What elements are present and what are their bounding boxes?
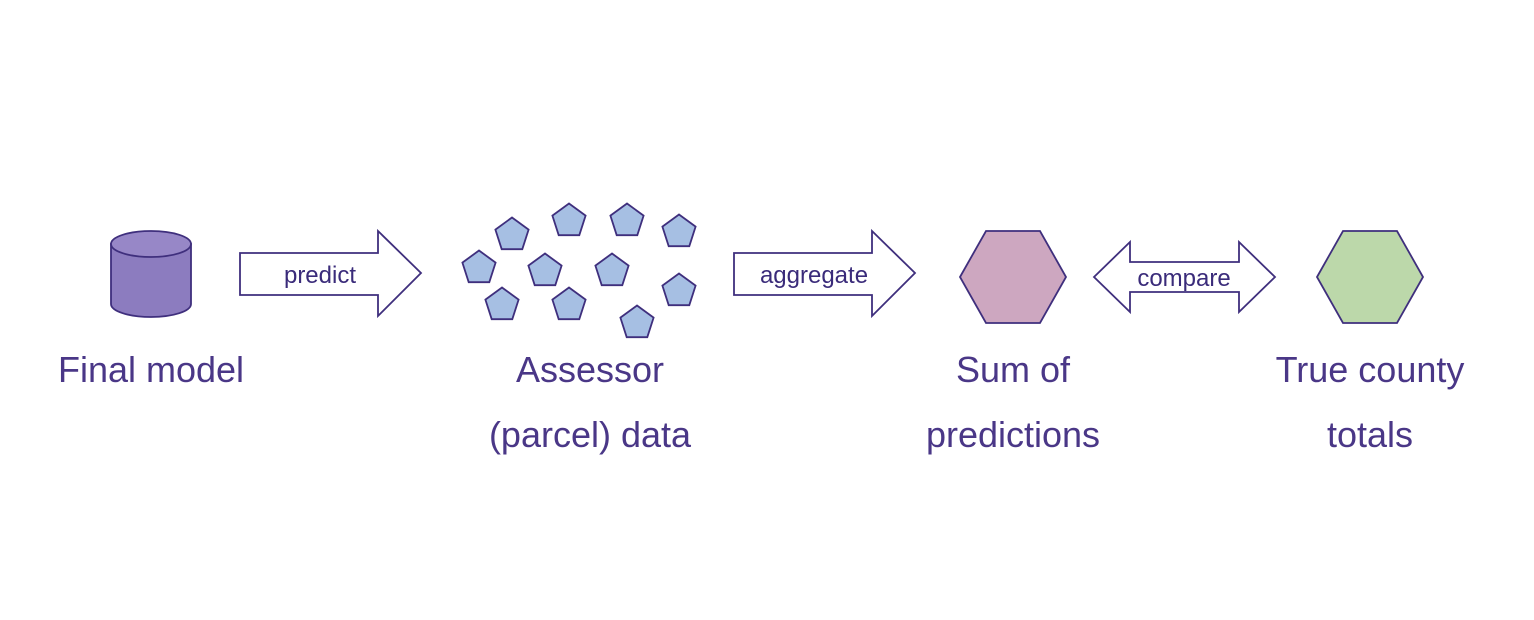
pentagon-icon <box>494 216 530 251</box>
aggregate-label: aggregate <box>760 262 868 289</box>
sum-of-predictions-node: Sum of predictions <box>926 230 1100 455</box>
pentagon-icon <box>661 213 697 248</box>
final-model-node: Final model <box>58 230 244 390</box>
hexagon-icon <box>958 230 1068 324</box>
pentagon-icon <box>551 286 587 321</box>
predict-label: predict <box>284 262 356 289</box>
pentagon-icon <box>619 304 655 339</box>
compare-label: compare <box>1137 265 1230 292</box>
true-totals-label-line1: True county <box>1276 349 1465 390</box>
sum-label-line2: predictions <box>926 414 1100 455</box>
pentagon-icon <box>484 286 520 321</box>
true-totals-label-line2: totals <box>1327 414 1413 455</box>
pentagon-icon <box>461 249 497 284</box>
pentagon-icon <box>609 202 645 237</box>
pentagon-icon <box>594 252 630 287</box>
assessor-label-line2: (parcel) data <box>489 414 692 455</box>
aggregate-arrow: aggregate <box>733 228 917 319</box>
sum-label-line1: Sum of <box>956 349 1071 390</box>
final-model-label: Final model <box>58 349 244 390</box>
true-county-totals-node: True county totals <box>1276 230 1465 455</box>
hexagon-icon <box>1315 230 1425 324</box>
database-cylinder-icon <box>110 230 192 318</box>
predict-arrow: predict <box>239 228 423 319</box>
compare-arrow: compare <box>1092 239 1277 315</box>
pentagon-icon <box>551 202 587 237</box>
assessor-data-node: Assessor (parcel) data <box>461 202 697 455</box>
pentagon-cluster-icon <box>461 202 697 339</box>
assessor-label-line1: Assessor <box>516 349 664 390</box>
pentagon-icon <box>661 272 697 307</box>
pentagon-icon <box>527 252 563 287</box>
